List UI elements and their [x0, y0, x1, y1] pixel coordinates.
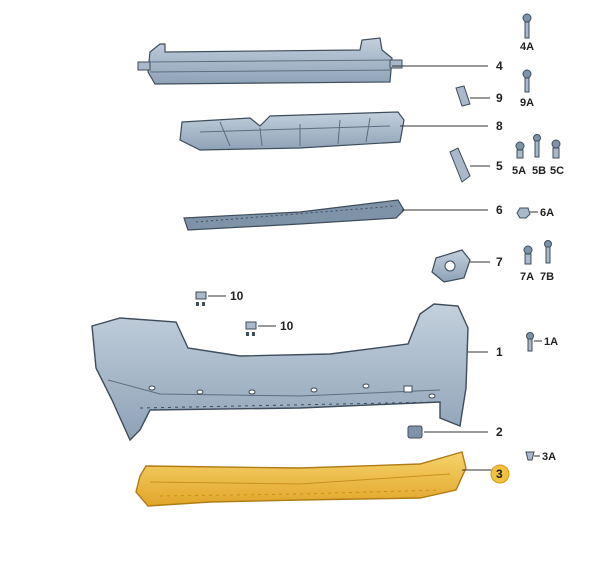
callout-5: 5: [496, 159, 503, 173]
callout-6A: 6A: [540, 207, 554, 219]
energy-absorber: [179, 111, 405, 151]
clip-icon: [515, 141, 525, 159]
callout-4A: 4A: [520, 41, 534, 53]
sensor-icon: [148, 383, 436, 399]
clip-icon: [195, 291, 207, 306]
bolt-icon: [544, 240, 552, 264]
clip-icon: [551, 139, 561, 159]
rear-spoiler-diffuser: [135, 451, 467, 507]
bolt-icon: [522, 69, 532, 93]
guide-profile: [183, 199, 405, 231]
bolt-icon: [533, 134, 541, 158]
callout-1A: 1A: [544, 336, 558, 348]
clip-icon: [525, 451, 535, 461]
callout-1: 1: [496, 345, 503, 359]
callout-4: 4: [496, 59, 503, 73]
callout-3-badge: [490, 464, 510, 484]
bolt-icon: [522, 13, 532, 39]
bumper-cover: [91, 303, 469, 442]
reinforcement-beam: [137, 37, 403, 85]
side-bracket: [431, 249, 471, 283]
bracket-icon: [449, 147, 471, 183]
callout-3A: 3A: [542, 451, 556, 463]
callout-7B: 7B: [540, 271, 554, 283]
callout-10-lower: 10: [280, 319, 294, 333]
tow-hook-cap: [407, 425, 423, 439]
nut-icon: [516, 207, 531, 219]
clip-icon: [245, 321, 257, 336]
clip-icon: [523, 245, 533, 265]
callout-7: 7: [496, 255, 503, 269]
callout-7A: 7A: [520, 271, 534, 283]
callout-5B: 5B: [532, 165, 546, 177]
callout-2: 2: [496, 425, 503, 439]
callout-9: 9: [496, 91, 503, 105]
callout-8: 8: [496, 119, 503, 133]
callout-6: 6: [496, 203, 503, 217]
callout-10-upper: 10: [230, 289, 244, 303]
clip-icon: [455, 85, 471, 107]
bolt-icon: [526, 332, 534, 352]
callout-5C: 5C: [550, 165, 564, 177]
callout-3: 3: [496, 467, 503, 481]
callout-9A: 9A: [520, 97, 534, 109]
callout-5A: 5A: [512, 165, 526, 177]
